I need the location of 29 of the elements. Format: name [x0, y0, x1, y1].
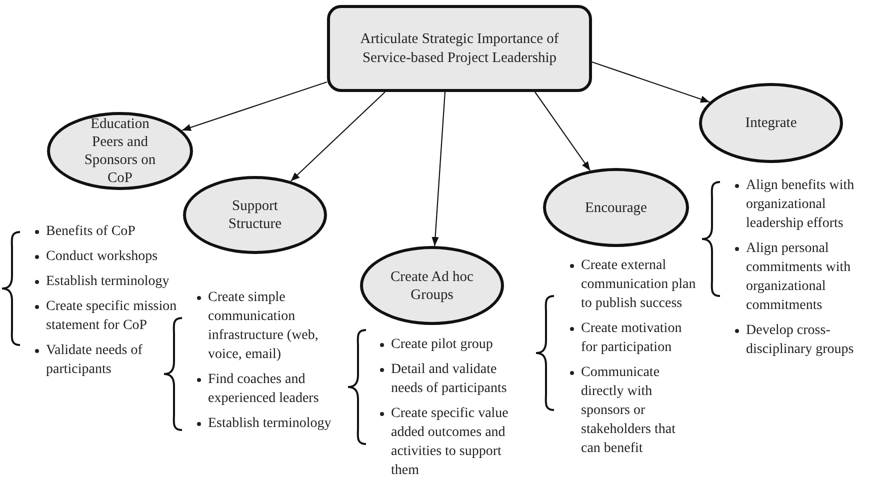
arrow	[592, 61, 710, 103]
bullet-text: Create motivation for participation	[581, 320, 683, 357]
node-label: Articulate Strategic Importance of Service-based Project Leadership	[359, 30, 560, 68]
bullet-text: Align personal commitments with organizational commitments	[746, 240, 852, 315]
bullet-text: Create specific value added outcomes and activities to support them	[391, 405, 510, 480]
arrow	[432, 92, 446, 246]
bullet-text: Establish terminology	[46, 273, 170, 291]
arrow	[290, 92, 386, 182]
bullet-text: Communicate directly with sponsors or stakeholders that can benefit	[581, 364, 676, 458]
bullet-text: Create external communication plan to publish success	[581, 257, 697, 313]
node-label: Support Structure	[227, 197, 283, 233]
bullet-text: Create specific mission statement for CoP	[46, 298, 178, 335]
bullet-text: Find coaches and experienced leaders	[208, 371, 320, 408]
bullet-text: Conduct workshops	[46, 248, 158, 266]
arrow	[182, 81, 328, 131]
arrow	[534, 92, 591, 171]
bullet-text: Create simple communication infrastructure (web, voice, email)	[208, 289, 320, 364]
bullet-text: Validate needs of participants	[46, 342, 144, 379]
node-label: Encourage	[585, 198, 647, 216]
bullet-text: Align benefits with organizational leadership efforts	[746, 177, 856, 233]
node-label: Create Ad hoc Groups	[390, 268, 474, 304]
bullet-text: Benefits of CoP	[46, 223, 136, 241]
node-label: Education Peers and Sponsors on CoP	[83, 115, 157, 187]
bullet-text: Develop cross-disciplinary groups	[746, 322, 855, 359]
bullet-text: Establish terminology	[208, 415, 332, 433]
node-label: Integrate	[745, 114, 797, 132]
bullet-text: Create pilot group	[391, 336, 493, 354]
bullet-text: Detail and validate needs of participants	[391, 361, 508, 398]
rounded-box	[327, 5, 592, 92]
